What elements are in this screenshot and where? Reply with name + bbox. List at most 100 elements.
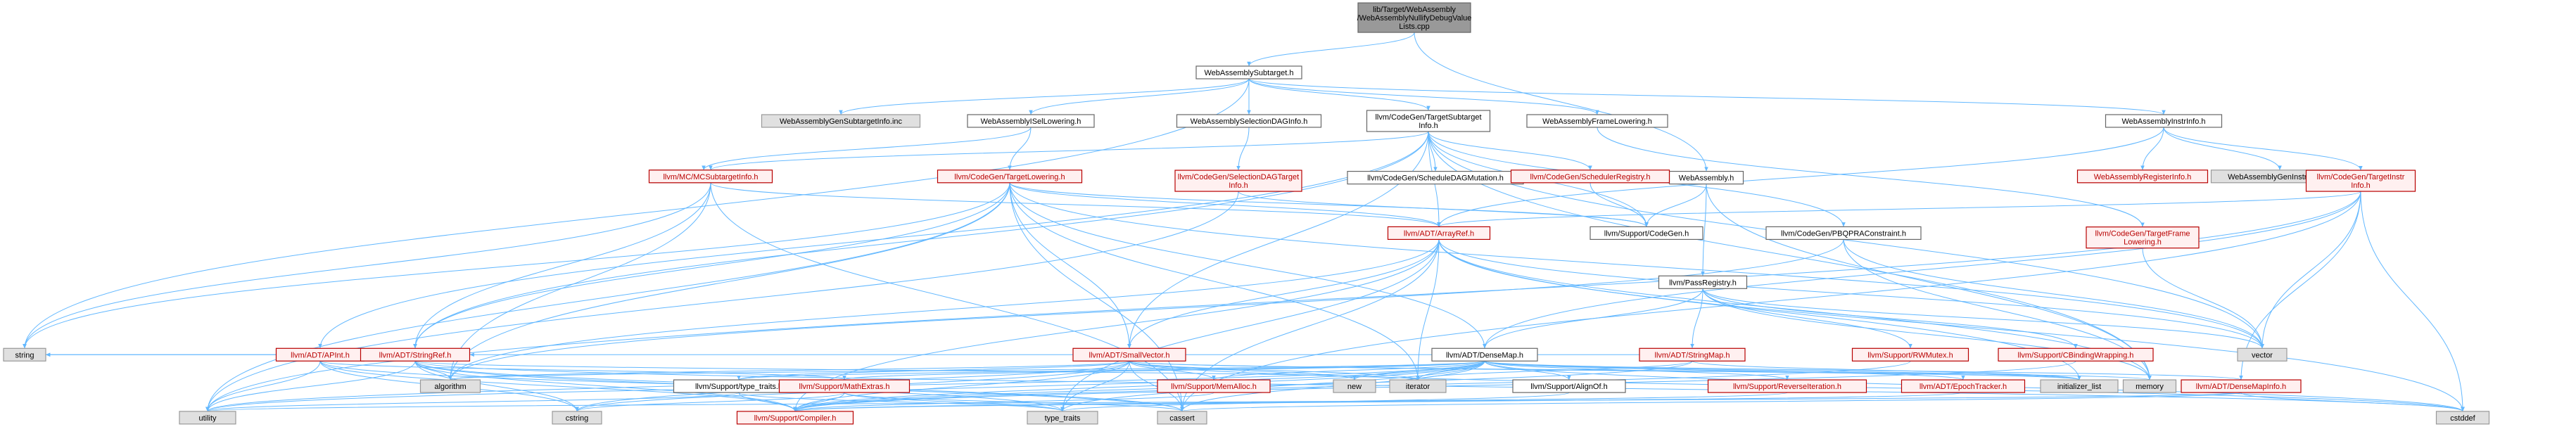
node-apint[interactable]: llvm/ADT/APInt.h <box>275 347 365 362</box>
node-epoch[interactable]: llvm/ADT/EpochTracker.h <box>1901 379 2026 393</box>
node-label: /WebAssemblyNullifyDebugValue <box>1357 14 1472 23</box>
node-label: utility <box>198 414 217 423</box>
node-reginfo[interactable]: WebAssemblyRegisterInfo.h <box>2076 170 2209 184</box>
node-passreg[interactable]: llvm/PassRegistry.h <box>1658 275 1748 289</box>
node-rwmutex[interactable]: llvm/Support/RWMutex.h <box>1851 347 1969 362</box>
edge-mcsub-to-string <box>23 182 711 349</box>
node-label: WebAssemblyInstrInfo.h <box>2121 117 2205 126</box>
edge-cgtargetsub-to-stringref <box>413 131 1429 349</box>
node-utility[interactable]: utility <box>179 411 236 425</box>
edge-webassembly-to-supcodegen <box>1644 184 1707 227</box>
node-stringref[interactable]: llvm/ADT/StringRef.h <box>360 347 471 362</box>
node-cstring[interactable]: cstring <box>552 411 602 425</box>
edge-densemap-to-epoch <box>1484 360 1965 381</box>
node-label: WebAssemblyFrameLowering.h <box>1542 117 1652 126</box>
edge-densemapinfo-to-cstddef <box>2240 392 2465 412</box>
node-memory[interactable]: memory <box>2122 379 2177 393</box>
node-schedmut[interactable]: llvm/CodeGen/ScheduleDAGMutation.h <box>1347 170 1524 185</box>
nodes-layer: lib/Target/WebAssembly/WebAssemblyNullif… <box>3 2 2490 425</box>
edge-apint-to-mathextras <box>319 360 846 381</box>
node-box <box>1027 411 1098 425</box>
node-cgtargetlow[interactable]: llvm/CodeGen/TargetLowering.h <box>937 170 1083 184</box>
node-box <box>1387 226 1491 241</box>
node-cassert[interactable]: cassert <box>1157 411 1207 425</box>
node-arrayref[interactable]: llvm/ADT/ArrayRef.h <box>1387 226 1491 241</box>
node-label: llvm/CodeGen/TargetFrame <box>2095 230 2190 238</box>
node-box <box>1590 226 1703 241</box>
node-iterator[interactable]: iterator <box>1389 379 1447 393</box>
node-compiler[interactable]: llvm/Support/Compiler.h <box>736 411 854 425</box>
node-mcsub[interactable]: llvm/MC/MCSubtargetInfo.h <box>648 170 773 184</box>
node-label: llvm/CodeGen/TargetSubtarget <box>1375 113 1481 122</box>
node-pbqp[interactable]: llvm/CodeGen/PBQPRAConstraint.h <box>1765 226 1922 241</box>
edge-smallvector-to-new <box>1129 360 1357 381</box>
edge-cgtargetlow-to-stringref <box>413 182 1010 349</box>
node-new[interactable]: new <box>1333 379 1376 393</box>
node-alignof[interactable]: llvm/Support/AlignOf.h <box>1512 379 1626 393</box>
edge-mcsub-to-algorithm <box>448 182 711 381</box>
node-schedreg[interactable]: llvm/CodeGen/SchedulerRegistry.h <box>1510 170 1670 184</box>
node-label: llvm/Support/AlignOf.h <box>1530 383 1607 391</box>
edge-cgtargetlow-to-vector <box>1009 182 2264 349</box>
node-box <box>2181 379 2302 393</box>
edge-mcsub-to-arrayref <box>710 182 1441 227</box>
node-initlist[interactable]: initializer_list <box>2040 379 2119 393</box>
edge-root-to-webassembly <box>1414 32 1708 172</box>
edge-subtarget-to-instrinfo <box>1248 78 2166 115</box>
node-string[interactable]: string <box>3 347 46 362</box>
edge-arrayref-to-compiler <box>793 239 1440 411</box>
node-label: llvm/MC/MCSubtargetInfo.h <box>663 173 758 181</box>
node-label: new <box>1347 383 1362 391</box>
edge-stringmap-to-initlist <box>1692 360 2081 381</box>
node-label: llvm/CodeGen/SchedulerRegistry.h <box>1530 173 1651 181</box>
edge-densemap-to-compiler <box>793 360 1485 412</box>
node-densemapinfo[interactable]: llvm/ADT/DenseMapInfo.h <box>2181 379 2302 393</box>
node-label: WebAssemblySelectionDAGInfo.h <box>1191 117 1308 126</box>
node-framelow[interactable]: WebAssemblyFrameLowering.h <box>1526 114 1668 128</box>
node-box <box>419 379 481 393</box>
node-memalloc[interactable]: llvm/Support/MemAlloc.h <box>1157 379 1271 393</box>
edge-passreg-to-memory <box>1702 288 2152 381</box>
node-instrinfo[interactable]: WebAssemblyInstrInfo.h <box>2105 114 2223 128</box>
node-label: type_traits <box>1045 414 1081 423</box>
node-label: llvm/Support/MemAlloc.h <box>1171 383 1257 391</box>
edge-densemapinfo-to-cassert <box>1180 392 2242 412</box>
node-algorithm[interactable]: algorithm <box>419 379 481 393</box>
edge-cgseldag-to-utility <box>205 191 1239 411</box>
node-mathextras[interactable]: llvm/Support/MathExtras.h <box>778 379 911 393</box>
edges-layer <box>23 32 2465 412</box>
edge-densemap-to-memalloc <box>1212 360 1485 381</box>
node-box <box>937 170 1083 184</box>
node-smallvector[interactable]: llvm/ADT/SmallVector.h <box>1072 347 1186 362</box>
edge-stringref-to-cstring <box>414 361 579 411</box>
node-stringmap[interactable]: llvm/ADT/StringMap.h <box>1639 347 1746 362</box>
edge-typetraitsh-to-typetraits <box>738 392 1065 412</box>
node-densemap[interactable]: llvm/ADT/DenseMap.h <box>1431 347 1538 362</box>
node-reviter[interactable]: llvm/Support/ReverseIteration.h <box>1707 379 1867 393</box>
node-root[interactable]: lib/Target/WebAssembly/WebAssemblyNullif… <box>1357 2 1472 33</box>
edge-pbqp-to-algorithm <box>448 239 1844 381</box>
node-box <box>2122 379 2177 393</box>
node-isellowering[interactable]: WebAssemblyISelLowering.h <box>967 114 1095 128</box>
node-subtarget[interactable]: WebAssemblySubtarget.h <box>1195 65 1302 79</box>
node-supcodegen[interactable]: llvm/Support/CodeGen.h <box>1590 226 1703 241</box>
node-typetraits[interactable]: type_traits <box>1027 411 1098 425</box>
node-vector[interactable]: vector <box>2237 347 2288 362</box>
node-cbinding[interactable]: llvm/Support/CBindingWrapping.h <box>1998 347 2154 362</box>
node-webassembly[interactable]: WebAssembly.h <box>1668 170 1744 185</box>
node-gensubtarget[interactable]: WebAssemblyGenSubtargetInfo.inc <box>761 114 921 128</box>
edge-memalloc-to-compiler <box>793 392 1214 412</box>
node-label: cassert <box>1169 414 1194 423</box>
node-seldag[interactable]: WebAssemblySelectionDAGInfo.h <box>1176 114 1322 128</box>
node-label: llvm/CodeGen/PBQPRAConstraint.h <box>1781 229 1906 238</box>
node-cstddef[interactable]: cstddef <box>2435 411 2490 425</box>
node-label: llvm/ADT/EpochTracker.h <box>1920 383 2007 391</box>
edge-instrinfo-to-arrayref <box>1437 127 2164 227</box>
edge-smallvector-to-iterator <box>1129 360 1420 381</box>
node-typetraitsh[interactable]: llvm/Support/type_traits.h <box>673 379 805 393</box>
edge-cgtargetlow-to-smallvector <box>1009 182 1131 349</box>
